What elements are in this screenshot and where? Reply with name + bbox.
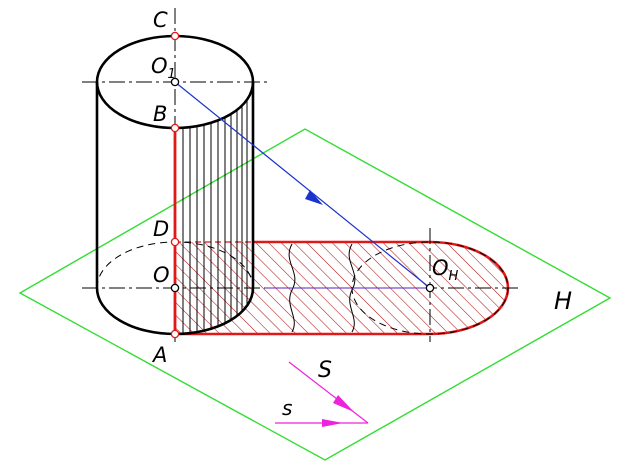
direction-space-arrowhead <box>333 395 354 412</box>
cylinder <box>95 34 255 336</box>
label-b: B <box>153 102 167 126</box>
point-o1-marker <box>170 77 180 87</box>
direction-space-line <box>288 361 369 424</box>
label-oh-main: O <box>432 256 449 280</box>
label-d: D <box>153 217 169 241</box>
plane-h <box>18 128 612 461</box>
label-c: C <box>153 8 168 32</box>
point-oh-marker <box>425 283 435 293</box>
label-oh: OH <box>432 256 459 284</box>
label-o1-main: O <box>151 54 168 78</box>
projection-ray <box>174 81 431 289</box>
label-a: A <box>151 343 167 367</box>
direction-plane-arrowhead <box>322 419 343 427</box>
label-oh-sub: H <box>449 269 459 284</box>
label-plane-h: H <box>554 287 572 315</box>
point-a-marker <box>170 329 180 339</box>
point-d-marker <box>170 237 180 247</box>
label-o: O <box>153 263 170 287</box>
label-direction-s-lower: s <box>282 396 292 420</box>
label-o1-sub: 1 <box>168 67 176 82</box>
point-o-marker <box>170 283 180 293</box>
label-direction-s-upper: S <box>318 358 332 383</box>
label-o1: O1 <box>151 54 176 82</box>
cylinder-shade-lines <box>182 98 248 334</box>
direction-symbol <box>275 361 369 427</box>
point-c-marker <box>170 31 180 41</box>
point-markers <box>170 31 435 339</box>
point-b-marker <box>170 123 180 133</box>
ray-arrowhead <box>305 190 323 205</box>
